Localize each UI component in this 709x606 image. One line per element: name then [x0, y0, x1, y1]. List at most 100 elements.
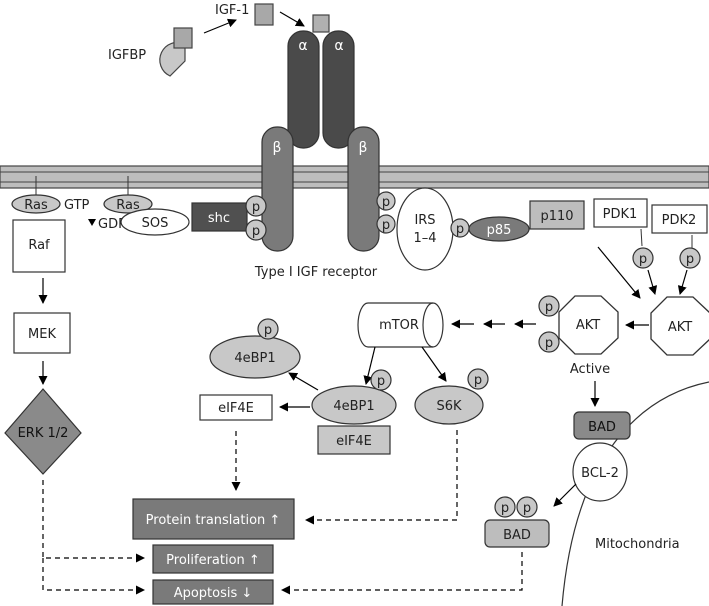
akt-inactive: [650, 296, 709, 356]
mek-protein: [13, 312, 71, 354]
type-1-igf-receptor: [261, 14, 380, 252]
gdp-triangle-icon: [88, 219, 96, 226]
arrow-4ebp1-phosphorylation: [288, 372, 319, 391]
phospho-label: p: [474, 373, 482, 388]
igfbp-bound-igf1: [173, 27, 193, 49]
bcl2-protein: [572, 442, 628, 502]
mitochondria-membrane: [561, 381, 709, 606]
arrow-bad-to-apoptosis: [281, 552, 523, 595]
ras-gdp: [103, 194, 153, 214]
igf1-label: IGF-1: [215, 3, 249, 18]
phospho-label: p: [686, 252, 694, 267]
beta-label-right: β: [359, 140, 368, 156]
eif4e-bound: [317, 425, 391, 455]
irs-subtype-label: 1–4: [413, 231, 436, 246]
phospho-label: p: [264, 323, 272, 338]
p85-subunit: [468, 216, 530, 242]
shc-protein: [191, 202, 248, 232]
pdk2-protein: [651, 204, 708, 234]
arrow-bcl2-to-bad: [553, 483, 577, 507]
arrow-igf1-to-receptor: [279, 11, 305, 27]
arrow-s6k-to-translation: [305, 430, 458, 525]
arrow-pi3k-to-akt: [597, 246, 641, 299]
phospho-circle: [679, 247, 701, 269]
akt-inactive-label: AKT: [668, 320, 692, 335]
arrow-mtor-to-4ebp1: [363, 346, 376, 385]
phospho-circle: [257, 318, 279, 340]
phospho-label: p: [252, 224, 260, 239]
igfbp-protein: [159, 27, 193, 77]
igf1-bound-ligand: [312, 14, 330, 33]
phospho-circle: [516, 496, 538, 518]
apoptosis-box: [152, 579, 274, 605]
phospho-circle: [494, 496, 516, 518]
mtor-label: mTOR: [379, 318, 419, 333]
raf-protein: [12, 219, 66, 273]
phospho-label: p: [382, 195, 390, 210]
arrow-pdk2-to-akt: [677, 269, 688, 295]
irs-label: IRS: [414, 213, 435, 228]
beta-label-left: β: [273, 140, 282, 156]
arrow-igfbp-to-igf1: [203, 18, 237, 34]
4ebp1-phosphorylated-label: 4eBP1: [234, 351, 275, 366]
alpha-subunit-right: [322, 30, 355, 149]
pdk1-protein: [593, 198, 648, 228]
erk-protein: [4, 388, 82, 475]
pdk1-label: PDK1: [603, 207, 638, 222]
ras-gdp-label: Ras: [116, 198, 140, 213]
protein-translation-box: [132, 498, 295, 540]
phospho-label: p: [252, 200, 260, 215]
phospho-circle: [376, 191, 396, 211]
4ebp1-phosphorylated: [209, 335, 301, 379]
bad-akt-bound: [573, 411, 631, 440]
mtor-cylinder-edge: [422, 302, 434, 348]
irs-protein: [396, 187, 454, 271]
ras-gtp-label: Ras: [24, 198, 48, 213]
eif4e-free: [199, 394, 273, 421]
gtp-label: GTP: [64, 198, 90, 213]
phospho-circle: [538, 295, 560, 317]
sos-label: SOS: [142, 216, 169, 231]
protein-translation-label: Protein translation ↑: [146, 513, 281, 528]
phospho-circle: [376, 214, 396, 234]
phospho-label: p: [501, 501, 509, 516]
active-label: Active: [570, 362, 610, 377]
p110-subunit: [529, 200, 585, 230]
4ebp1-complex-label: 4eBP1: [333, 399, 374, 414]
p110-label: p110: [540, 209, 573, 224]
pdk1-phospho-link: [640, 228, 643, 247]
pdk2-label: PDK2: [662, 213, 697, 228]
phospho-circle: [245, 195, 267, 217]
receptor-label: Type I IGF receptor: [254, 265, 378, 280]
proliferation-label: Proliferation ↑: [166, 553, 260, 568]
phospho-label: p: [382, 218, 390, 233]
sos-protein: [120, 208, 190, 236]
arrow-mtor-to-s6k: [421, 346, 447, 382]
alpha-subunit-left: [287, 30, 320, 149]
erk-label: ERK 1/2: [18, 426, 69, 441]
alpha-label-right: α: [334, 38, 343, 54]
bad-phosphorylated-label: BAD: [503, 528, 531, 543]
s6k-label: S6K: [436, 399, 462, 414]
mek-label: MEK: [28, 327, 56, 342]
apoptosis-label: Apoptosis ↓: [174, 586, 253, 601]
phospho-label: p: [377, 374, 385, 389]
phospho-label: p: [523, 501, 531, 516]
proliferation-box: [152, 544, 274, 574]
phospho-circle: [538, 331, 560, 353]
igf1-ligand: [254, 3, 274, 26]
phospho-label: p: [545, 336, 553, 351]
phospho-label: p: [639, 252, 647, 267]
phospho-label: p: [545, 300, 553, 315]
igfbp-label: IGFBP: [108, 48, 146, 63]
phospho-circle: [245, 219, 267, 241]
phospho-circle: [467, 368, 489, 390]
arrow-pdk1-to-akt: [647, 269, 658, 295]
ras-gtp: [11, 194, 61, 214]
phospho-label: p: [456, 222, 464, 237]
beta-subunit-left: [261, 126, 294, 252]
alpha-label-left: α: [298, 38, 307, 54]
bad-phosphorylated: [484, 519, 550, 548]
arrow-erk-to-apoptosis: [42, 558, 145, 595]
